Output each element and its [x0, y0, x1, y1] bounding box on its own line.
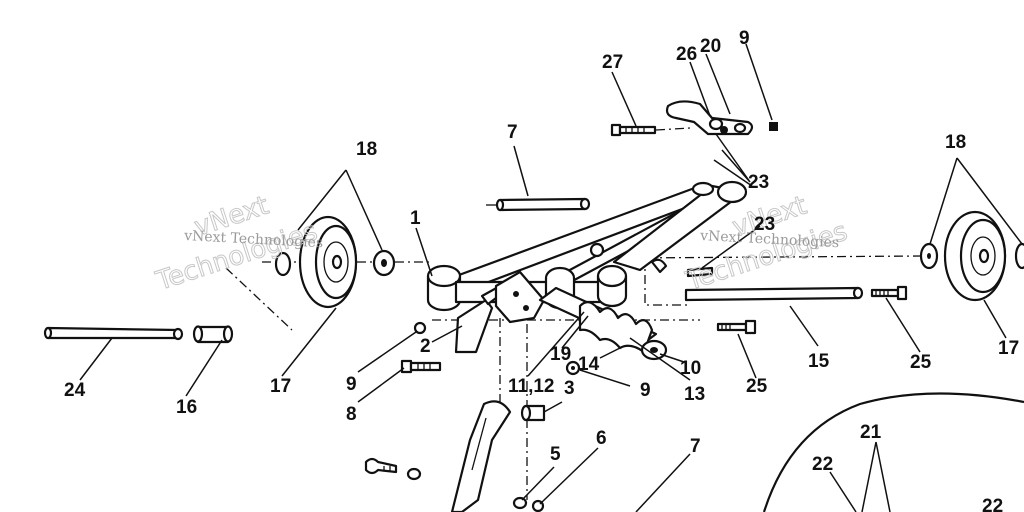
- callout-18-left: 18: [356, 139, 377, 160]
- callout-10: 10: [680, 358, 701, 379]
- callout-25-center: 25: [746, 376, 768, 397]
- callout-7-top: 7: [507, 122, 518, 143]
- leader-lines: [79, 43, 1023, 512]
- callout-21: 21: [860, 422, 882, 443]
- callout-3: 3: [564, 378, 575, 399]
- bolt-bottom-left: [364, 457, 422, 481]
- callout-2: 2: [420, 336, 431, 357]
- callout-23-mid: 23: [754, 214, 775, 235]
- bolt-25-lower: [716, 319, 757, 335]
- callout-11-12: 11,12: [508, 376, 555, 397]
- shaft-15: [684, 286, 864, 302]
- clip-23-right: [650, 258, 714, 278]
- watermark-right-small: vNext Technologies: [699, 228, 840, 251]
- bolt-25-upper: [870, 285, 908, 301]
- callout-16: 16: [176, 397, 197, 418]
- nut-23-mid: [589, 242, 605, 258]
- callout-9-left: 9: [346, 374, 357, 395]
- watermark-left: vNext Technologies vNext Technologies: [151, 190, 324, 297]
- nut-9-top: [769, 122, 778, 131]
- upper-arm: [438, 180, 748, 294]
- left-idler-wheel: [298, 215, 358, 309]
- callout-5: 5: [550, 444, 561, 465]
- bushing-16: [192, 325, 234, 344]
- nut-9-center: [565, 360, 581, 376]
- callout-15: 15: [808, 351, 830, 372]
- callout-9-center: 9: [640, 380, 651, 401]
- callout-25-right: 25: [910, 352, 932, 373]
- callout-18-right: 18: [945, 132, 966, 153]
- callout-13: 13: [684, 384, 705, 405]
- shaft-24: [43, 326, 184, 341]
- callout-6: 6: [596, 428, 607, 449]
- watermark-left-small: vNext Technologies: [183, 228, 324, 251]
- callout-17-left: 17: [270, 376, 291, 397]
- left-spacer-washer: [274, 251, 292, 277]
- callout-labels: 1 2 3 5 6 7 7 8 9 9 9 10 11,12 13 14 15 …: [64, 28, 1019, 512]
- left-washer: [372, 249, 396, 277]
- nut-9-left: [413, 321, 427, 335]
- callout-8: 8: [346, 404, 357, 425]
- callout-26: 26: [676, 44, 697, 65]
- callout-17-right: 17: [998, 338, 1019, 359]
- callout-22-left: 22: [812, 454, 833, 475]
- callout-19: 19: [550, 344, 571, 365]
- callout-22-right: 22: [982, 496, 1003, 512]
- bracket-11-12: [494, 270, 546, 324]
- bolt-8: [400, 359, 442, 374]
- bracket-26: [665, 100, 754, 136]
- lower-arm: [450, 400, 512, 512]
- shaft-7-top: [486, 197, 591, 212]
- washers-5-6: [512, 496, 545, 512]
- callout-24: 24: [64, 380, 86, 401]
- callout-9-top: 9: [739, 28, 750, 49]
- callout-23-top: 23: [748, 172, 769, 193]
- callout-20: 20: [700, 36, 721, 57]
- detail-circle: [762, 392, 1024, 512]
- bushing-3: [520, 404, 546, 422]
- callout-27: 27: [602, 52, 623, 73]
- callout-1: 1: [410, 208, 421, 229]
- callout-7-bottom: 7: [690, 436, 701, 457]
- bolt-27: [610, 123, 691, 137]
- callout-14: 14: [578, 354, 600, 375]
- right-idler-wheel: [943, 210, 1007, 302]
